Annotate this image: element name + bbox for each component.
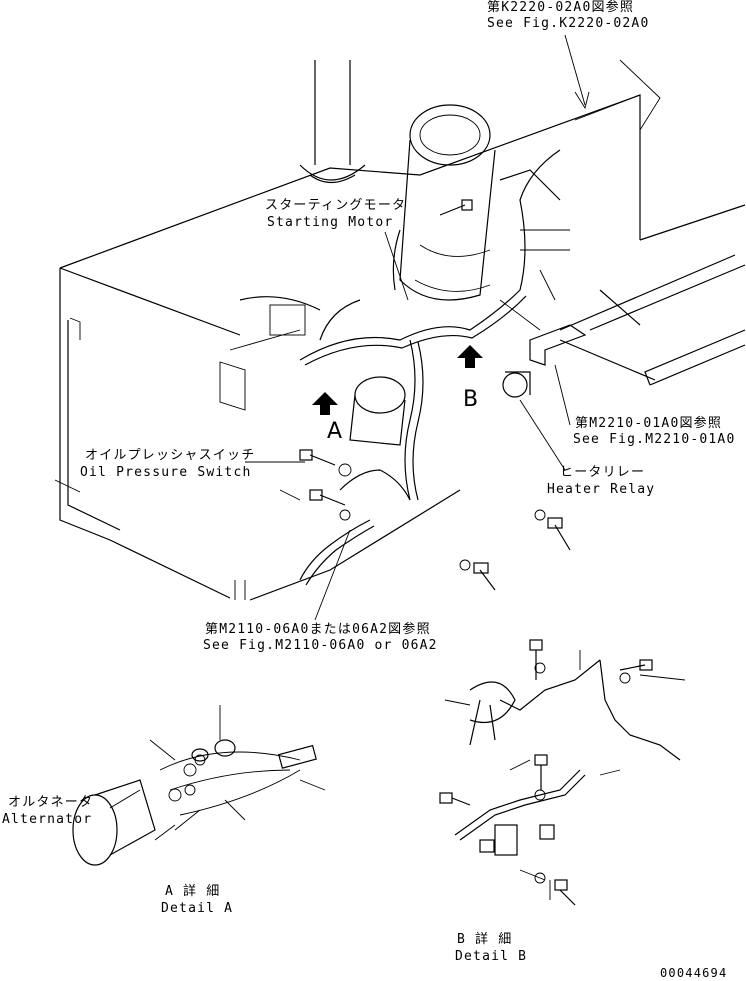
callout-fig-m2110-en: See Fig.M2110-06A0 or 06A2 — [203, 638, 438, 653]
starting-motor-body — [269, 304, 406, 446]
exhaust-column — [299, 60, 366, 184]
marker-b: B — [463, 387, 480, 412]
air-cleaner — [399, 104, 496, 301]
wire-harness — [239, 149, 570, 586]
callout-alternator-jp: オルタネータ — [8, 795, 94, 810]
callout-fig-m2210-en: See Fig.M2210-01A0 — [573, 432, 736, 447]
main-view-bolts — [299, 199, 571, 591]
callout-heater-relay-jp: ヒータリレー — [560, 465, 646, 480]
callout-alternator-en: Alternator — [2, 812, 93, 827]
m2210-bracket — [529, 324, 587, 366]
callout-fig-k2220-en: See Fig.K2220-02A0 — [487, 16, 650, 31]
arrow-b — [457, 345, 483, 368]
detail-a-title-jp: A 詳 細 — [165, 884, 221, 899]
callout-fig-k2220-jp: 第K2220-02A0図参照 — [487, 0, 635, 15]
callout-starting-motor-en: Starting Motor — [267, 215, 394, 230]
leader-lines — [109, 34, 590, 809]
arrow-a — [312, 392, 338, 415]
detail-a-drawing — [72, 705, 326, 866]
callout-fig-m2210-jp: 第M2210-01A0図参照 — [575, 416, 723, 431]
detail-b-title-en: Detail B — [455, 949, 528, 964]
callout-oil-pressure-en: Oil Pressure Switch — [80, 465, 252, 480]
drawing-number: 00044694 — [660, 966, 728, 980]
heater-relay-body — [502, 371, 531, 398]
frame-outline — [54, 59, 746, 601]
callout-oil-pressure-jp: オイルプレッシャスイッチ — [85, 448, 256, 463]
callout-fig-m2110-jp: 第M2110-06A0または06A2図参照 — [205, 622, 431, 637]
callout-heater-relay-en: Heater Relay — [547, 482, 656, 497]
marker-a: A — [327, 419, 344, 444]
callout-starting-motor-jp: スターティングモータ — [265, 198, 407, 213]
detail-b-drawing — [439, 639, 686, 906]
detail-b-title-jp: B 詳 細 — [457, 932, 513, 947]
detail-a-title-en: Detail A — [161, 901, 234, 916]
